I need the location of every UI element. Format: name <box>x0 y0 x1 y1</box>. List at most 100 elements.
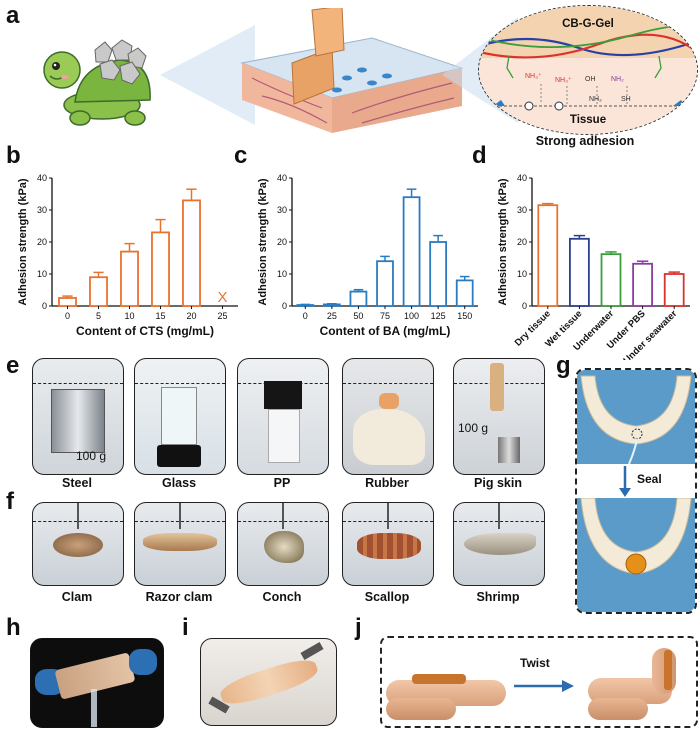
x-tick-label: 50 <box>353 311 363 321</box>
panel-label-e: e <box>6 352 20 379</box>
x-tick-label: Under seawater <box>622 308 680 360</box>
photo-conch <box>237 502 329 586</box>
group-label: OH <box>585 76 596 83</box>
x-tick-label: 75 <box>380 311 390 321</box>
missing-marker: X <box>217 289 227 306</box>
x-tick-label: 25 <box>327 311 337 321</box>
weight-label: 100 g <box>458 421 489 435</box>
caption-shrimp: Shrimp <box>476 590 520 604</box>
twist-text: Twist <box>520 656 550 670</box>
group-label: NH₂ <box>589 96 602 103</box>
caption-pig-skin: Pig skin <box>474 476 522 490</box>
x-tick-label: 125 <box>431 311 446 321</box>
panel-label-c: c <box>234 142 248 169</box>
photo-clam <box>32 502 124 586</box>
photo-pp <box>237 358 329 475</box>
adhesion-caption: Strong adhesion <box>535 134 635 148</box>
caption-steel: Steel <box>62 476 92 490</box>
bar <box>322 303 341 307</box>
bar <box>632 262 653 307</box>
y-tick-label: 20 <box>37 237 47 247</box>
y-tick-label: 20 <box>277 237 287 247</box>
x-tick-label: 100 <box>404 311 419 321</box>
photo-rubber <box>342 358 434 475</box>
y-tick-label: 0 <box>42 301 47 311</box>
y-tick-label: 40 <box>517 173 527 183</box>
turtle-illustration <box>43 39 151 126</box>
bar <box>600 253 622 307</box>
bar <box>296 304 315 307</box>
caption-glass: Glass <box>161 476 197 490</box>
group-label: NH₂ <box>611 76 624 83</box>
caption-clam: Clam <box>61 590 93 604</box>
y-tick-label: 10 <box>517 269 527 279</box>
bar <box>349 290 368 307</box>
twist-box: Twist <box>380 636 698 728</box>
x-tick-label: 15 <box>155 311 165 321</box>
caption-pp: PP <box>273 476 291 490</box>
bar <box>58 297 77 307</box>
photo-steel: 100 g <box>32 358 124 475</box>
y-tick-label: 0 <box>522 301 527 311</box>
weight-label: 100 g <box>76 449 107 463</box>
x-tick-label: 25 <box>217 311 227 321</box>
photo-shrimp <box>453 502 545 586</box>
bar <box>537 204 559 307</box>
x-tick-label: 0 <box>65 311 70 321</box>
bar <box>89 276 108 307</box>
interface-detail: CB-G-Gel NH₃⁺ NH₃⁺ OH NH₂ NH₂ SH Tissue <box>478 5 698 135</box>
bar <box>663 273 685 307</box>
panel-label-h: h <box>6 614 21 641</box>
x-axis-label: Content of CTS (mg/mL) <box>76 324 214 338</box>
panel-label-b: b <box>6 142 21 169</box>
beam <box>160 25 255 125</box>
x-axis-label: Content of BA (mg/mL) <box>320 324 451 338</box>
y-axis-label: Adhesion strength (kPa) <box>17 178 29 305</box>
bar <box>402 196 421 307</box>
panel-label-d: d <box>472 142 487 169</box>
bar <box>455 279 474 307</box>
caption-rubber: Rubber <box>365 476 409 490</box>
bar <box>429 241 448 307</box>
photo-razor-clam <box>134 502 226 586</box>
y-tick-label: 0 <box>282 301 287 311</box>
x-tick-label: 0 <box>303 311 308 321</box>
x-tick-label: 10 <box>124 311 134 321</box>
panel-label-i: i <box>182 614 189 641</box>
panel-label-j: j <box>355 614 362 641</box>
group-label: NH₃⁺ <box>525 73 542 80</box>
seal-box: Seal <box>575 368 697 614</box>
y-axis-label: Adhesion strength (kPa) <box>257 178 269 305</box>
x-tick-label: 150 <box>457 311 472 321</box>
photo-i <box>200 638 337 726</box>
x-tick-label: 20 <box>186 311 196 321</box>
y-tick-label: 30 <box>37 205 47 215</box>
y-tick-label: 30 <box>517 205 527 215</box>
photo-glass <box>134 358 226 475</box>
bar <box>376 260 394 307</box>
photo-scallop <box>342 502 434 586</box>
caption-conch: Conch <box>262 590 302 604</box>
bar <box>182 199 201 307</box>
y-axis-label: Adhesion strength (kPa) <box>497 178 509 305</box>
y-tick-label: 10 <box>277 269 287 279</box>
y-tick-label: 10 <box>37 269 47 279</box>
bar <box>120 250 139 307</box>
bar <box>569 237 590 307</box>
bar <box>151 231 170 307</box>
photo-pig-skin: 100 g <box>453 358 545 475</box>
caption-razor-clam: Razor clam <box>145 590 213 604</box>
tissue-label: Tissue <box>569 114 607 126</box>
group-label: SH <box>621 96 631 103</box>
y-tick-label: 40 <box>277 173 287 183</box>
panel-label-g: g <box>556 352 571 379</box>
y-tick-label: 30 <box>277 205 287 215</box>
caption-scallop: Scallop <box>364 590 410 604</box>
x-tick-label: 5 <box>96 311 101 321</box>
seal-text: Seal <box>637 472 662 486</box>
panel-label-f: f <box>6 488 14 515</box>
gel-name: CB-G-Gel <box>562 18 614 30</box>
skin-block-illustration <box>240 8 464 133</box>
group-label: NH₃⁺ <box>555 77 572 84</box>
